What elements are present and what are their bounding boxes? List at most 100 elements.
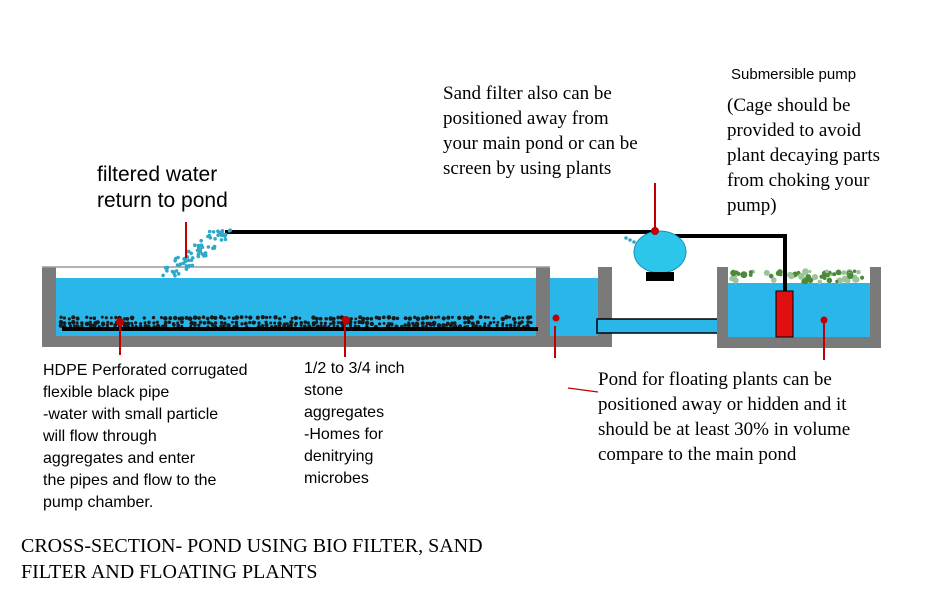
main-pond-right-wall [536, 267, 550, 347]
stone [219, 320, 224, 325]
stone [311, 315, 316, 320]
water-droplet [174, 256, 178, 261]
stone [131, 324, 134, 328]
stone [125, 321, 131, 326]
stone [349, 317, 353, 321]
stone [421, 316, 425, 321]
stone [323, 321, 328, 325]
stone [513, 324, 517, 328]
stone [311, 323, 316, 327]
stone [445, 323, 449, 327]
stone [129, 315, 135, 321]
stone [75, 321, 79, 325]
water-droplet [632, 240, 636, 244]
stone [434, 316, 437, 320]
stone [432, 323, 436, 327]
stone [466, 316, 471, 321]
water-droplet [206, 245, 211, 249]
floating-pond-floor [717, 337, 881, 348]
stone [92, 316, 97, 321]
stone [209, 315, 215, 320]
stone [273, 315, 278, 320]
water-droplet [196, 245, 201, 250]
water-droplet [190, 263, 195, 268]
stone [62, 316, 67, 320]
stone [163, 320, 168, 325]
floating-plant [826, 277, 833, 284]
stone [88, 323, 94, 328]
stone [369, 321, 375, 327]
floating-plant [768, 273, 774, 279]
floating-plant [808, 269, 812, 274]
stone [75, 316, 80, 321]
stone [306, 321, 310, 325]
stone [429, 323, 433, 327]
stone [205, 316, 210, 321]
floating-plant [819, 274, 824, 279]
floating-pond-water [728, 283, 870, 337]
floating-plant [805, 274, 812, 280]
stone [415, 316, 421, 322]
stone [100, 315, 104, 319]
stone [130, 321, 134, 325]
water-droplet [220, 229, 225, 233]
stone [142, 316, 146, 320]
label-hdpe-pipe: HDPE Perforated corrugated flexible blac… [43, 362, 248, 511]
stone [163, 316, 168, 321]
stone [289, 323, 293, 328]
stone [277, 321, 282, 326]
stone [71, 315, 76, 320]
stone [299, 323, 303, 327]
stone [298, 316, 302, 320]
floating-plant [763, 269, 770, 276]
floating-plant-pond [717, 267, 881, 348]
water-droplet [165, 269, 169, 273]
water-droplet [211, 230, 216, 234]
stone [382, 321, 386, 325]
stone [109, 321, 114, 326]
floating-plant [770, 277, 777, 283]
stone [222, 324, 226, 328]
water-droplet [199, 238, 203, 243]
stone [248, 320, 252, 325]
stone [180, 320, 184, 324]
stone [143, 321, 147, 325]
stone [348, 323, 353, 328]
pump-chamber-right-wall [598, 267, 612, 347]
stone [369, 316, 374, 321]
stone [336, 324, 340, 328]
floating-plant [740, 271, 748, 279]
floating-plant [860, 275, 865, 280]
stone [336, 320, 340, 325]
water-droplet [187, 263, 192, 268]
floating-plant [802, 268, 809, 275]
pointer-dot-stone [342, 316, 350, 324]
pump-chamber-water [550, 278, 598, 336]
stone [155, 320, 159, 324]
floating-pond-right-wall [870, 267, 881, 348]
stone [172, 323, 176, 327]
stone [441, 316, 446, 321]
stone [184, 315, 189, 320]
stone [197, 323, 201, 327]
stone [436, 323, 442, 328]
stone [517, 316, 521, 320]
stone [483, 315, 488, 319]
stone [475, 320, 480, 325]
stone [437, 315, 441, 319]
stone [505, 323, 509, 327]
stone [354, 317, 358, 321]
water-droplet [196, 252, 201, 256]
water-droplet [204, 253, 208, 258]
stone [403, 323, 407, 327]
stone [109, 316, 113, 320]
stone [239, 315, 244, 320]
stone [513, 320, 517, 325]
stone [529, 320, 533, 325]
stone [159, 316, 164, 320]
stone [328, 322, 333, 326]
stone [469, 315, 475, 320]
stone [293, 323, 297, 327]
floating-plant [802, 278, 809, 284]
floating-plant [847, 272, 854, 280]
